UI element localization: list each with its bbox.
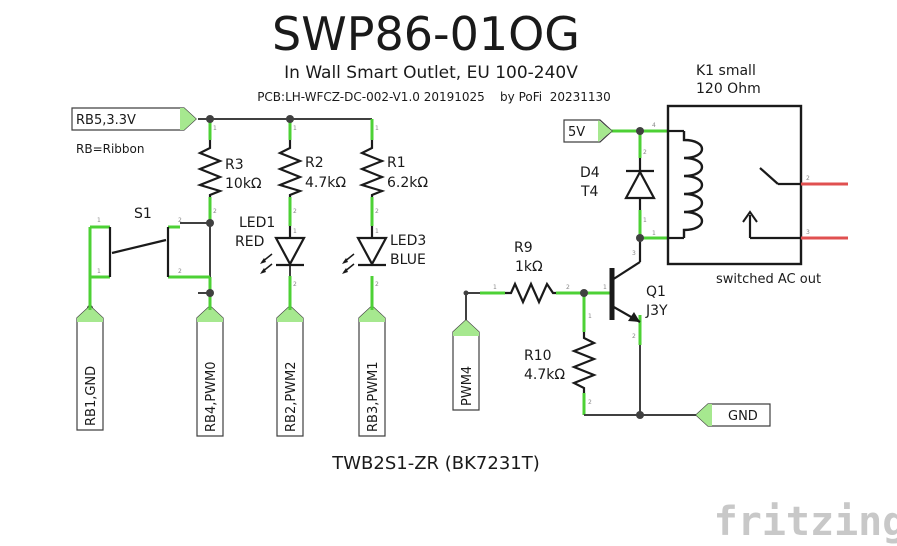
pcb-info: PCB:LH-WFCZ-DC-002-V1.0 20191025 by PoFi…	[257, 90, 611, 104]
r3-value: 10kΩ	[225, 176, 262, 192]
resistor-r9	[505, 281, 556, 305]
r1-name: R1	[387, 155, 406, 171]
port-gnd[interactable]: GND	[695, 403, 771, 427]
led1	[260, 226, 306, 274]
svg-text:1: 1	[643, 217, 647, 224]
r1-value: 6.2kΩ	[387, 175, 428, 191]
r10-value: 4.7kΩ	[524, 367, 565, 383]
d4-value: T4	[580, 184, 599, 200]
junctions-right	[463, 127, 644, 419]
schematic-title: SWP86-01OG	[272, 7, 580, 61]
r10-name: R10	[524, 348, 552, 364]
r9-name: R9	[514, 240, 533, 256]
port-gnd-label: GND	[728, 409, 758, 424]
ribbon-note: RB=Ribbon	[76, 142, 144, 156]
svg-text:2: 2	[293, 208, 297, 215]
module-label: TWB2S1-ZR (BK7231T)	[331, 453, 540, 474]
svg-text:3: 3	[632, 250, 636, 257]
port-rb4[interactable]: RB4,PWM0	[196, 305, 224, 437]
q1-value: J3Y	[645, 303, 668, 319]
svg-text:2: 2	[588, 399, 592, 406]
s1-name: S1	[134, 206, 152, 222]
relay-coil	[682, 131, 703, 238]
svg-text:2: 2	[566, 284, 570, 291]
port-rb3-label: RB3,PWM1	[366, 361, 381, 432]
led3-color: BLUE	[390, 252, 426, 268]
switch-s1	[108, 227, 170, 277]
k1-name: K1 small	[696, 63, 756, 79]
d4-name: D4	[580, 165, 600, 181]
r2-value: 4.7kΩ	[305, 175, 346, 191]
port-rb3[interactable]: RB3,PWM1	[358, 305, 386, 437]
led1-name: LED1	[239, 215, 275, 231]
resistor-r10	[571, 332, 597, 393]
fritzing-watermark: fritzing	[714, 499, 897, 545]
pin-numbers: 1 2 1 2 1 2 1 2 1 2 1 1 2 2 4 1 2 3 2 1 …	[97, 122, 810, 406]
svg-text:1: 1	[652, 230, 656, 237]
diode-d4	[624, 158, 656, 210]
r2-name: R2	[305, 155, 324, 171]
resistor-r3	[196, 140, 224, 197]
schematic-subtitle: In Wall Smart Outlet, EU 100-240V	[284, 63, 578, 83]
svg-text:2: 2	[213, 208, 217, 215]
port-rb1[interactable]: RB1,GND	[76, 305, 104, 431]
r3-name: R3	[225, 157, 244, 173]
svg-text:4: 4	[652, 122, 656, 129]
svg-text:1: 1	[375, 228, 379, 235]
port-rb2-label: RB2,PWM2	[284, 361, 299, 432]
port-pwm4-label: PWM4	[460, 366, 475, 406]
svg-text:1: 1	[603, 284, 607, 291]
svg-text:2: 2	[178, 217, 182, 224]
port-rb5-label: RB5,3.3V	[76, 113, 136, 128]
relay-k1	[666, 104, 848, 266]
svg-text:1: 1	[97, 217, 101, 224]
svg-text:2: 2	[178, 268, 182, 275]
svg-text:1: 1	[588, 313, 592, 320]
port-rb4-label: RB4,PWM0	[204, 361, 219, 432]
port-5v[interactable]: 5V	[563, 119, 613, 143]
relay-output-label: switched AC out	[716, 272, 821, 287]
svg-text:1: 1	[375, 125, 379, 132]
svg-text:2: 2	[806, 175, 810, 182]
port-rb1-label: RB1,GND	[84, 366, 99, 426]
r9-value: 1kΩ	[515, 259, 543, 275]
port-rb2[interactable]: RB2,PWM2	[276, 305, 304, 437]
svg-text:2: 2	[632, 333, 636, 340]
pin-stubs	[88, 119, 668, 415]
led1-color: RED	[235, 234, 264, 250]
led3-name: LED3	[390, 233, 426, 249]
svg-text:2: 2	[375, 281, 379, 288]
k1-value: 120 Ohm	[696, 81, 761, 97]
led3	[342, 226, 388, 274]
svg-text:1: 1	[97, 268, 101, 275]
svg-text:1: 1	[493, 284, 497, 291]
svg-text:1: 1	[293, 125, 297, 132]
port-pwm4[interactable]: PWM4	[452, 319, 480, 411]
svg-text:2: 2	[293, 281, 297, 288]
svg-text:2: 2	[643, 149, 647, 156]
svg-text:1: 1	[293, 228, 297, 235]
q1-name: Q1	[646, 284, 666, 300]
relay-contact	[759, 167, 779, 185]
port-5v-label: 5V	[568, 125, 585, 140]
svg-text:3: 3	[806, 229, 810, 236]
resistor-r2	[276, 140, 304, 197]
port-rb5[interactable]: RB5,3.3V	[71, 107, 197, 131]
svg-text:2: 2	[375, 208, 379, 215]
transistor-q1	[609, 240, 642, 323]
svg-text:1: 1	[213, 125, 217, 132]
resistor-r1	[358, 140, 386, 197]
